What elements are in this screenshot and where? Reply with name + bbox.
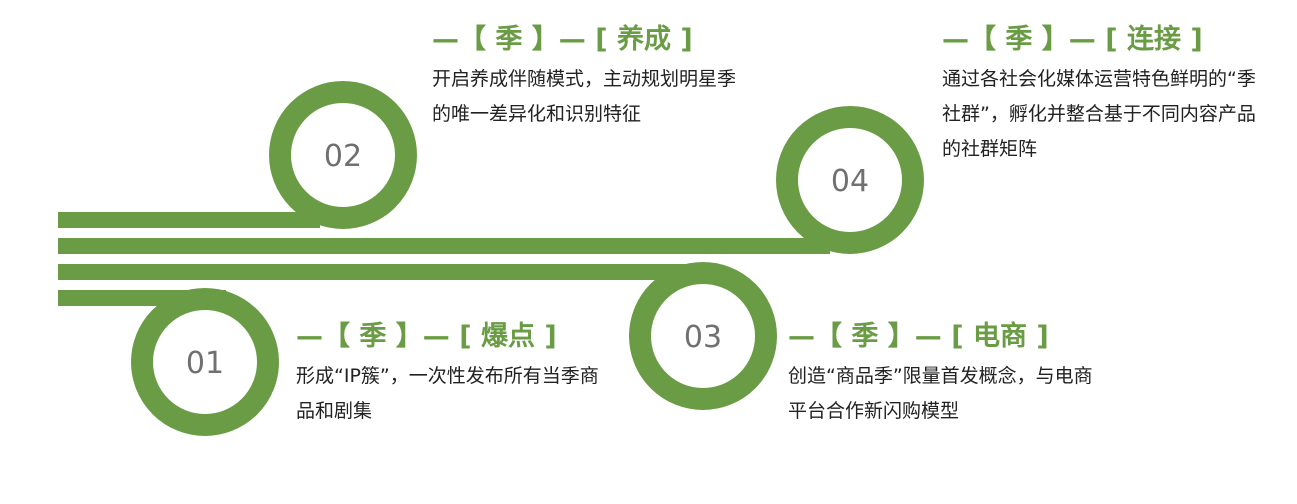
- step-03-text-block: —【 季 】— [ 电商 ] 创造“商品季”限量首发概念，与电商平台合作新闪购模…: [788, 319, 1094, 429]
- step-03-description: 创造“商品季”限量首发概念，与电商平台合作新闪购模型: [788, 365, 1093, 422]
- step-02-text-block: —【 季 】— [ 养成 ] 开启养成伴随模式，主动规划明星季的唯一差异化和识别…: [432, 22, 750, 132]
- step-number-03: 03: [684, 320, 722, 355]
- step-04-description: 通过各社会化媒体运营特色鲜明的“季社群”，孵化并整合基于不同内容产品的社群矩阵: [942, 68, 1256, 160]
- ring-02: 02: [269, 81, 417, 229]
- step-01-heading: —【 季 】— [ 爆点 ]: [296, 321, 557, 352]
- step-01-description: 形成“IP簇”，一次性发布所有当季商品和剧集: [296, 365, 599, 422]
- step-04-heading: —【 季 】— [ 连接 ]: [942, 24, 1203, 55]
- step-number-02: 02: [324, 139, 362, 174]
- stripe-lower: [58, 264, 716, 280]
- step-02-heading: —【 季 】— [ 养成 ]: [432, 24, 693, 55]
- step-02-description: 开启养成伴随模式，主动规划明星季的唯一差异化和识别特征: [432, 68, 737, 125]
- step-number-01: 01: [186, 346, 224, 381]
- ring-03: 03: [629, 262, 777, 410]
- ring-04: 04: [776, 106, 924, 254]
- stripe-top: [58, 212, 320, 228]
- step-01-text-block: —【 季 】— [ 爆点 ] 形成“IP簇”，一次性发布所有当季商品和剧集: [296, 319, 614, 429]
- step-04-text-block: —【 季 】— [ 连接 ] 通过各社会化媒体运营特色鲜明的“季社群”，孵化并整…: [942, 22, 1260, 167]
- step-number-04: 04: [831, 164, 869, 199]
- ring-01: 01: [131, 288, 279, 436]
- stripe-middle: [58, 238, 830, 254]
- step-03-heading: —【 季 】— [ 电商 ]: [788, 321, 1049, 352]
